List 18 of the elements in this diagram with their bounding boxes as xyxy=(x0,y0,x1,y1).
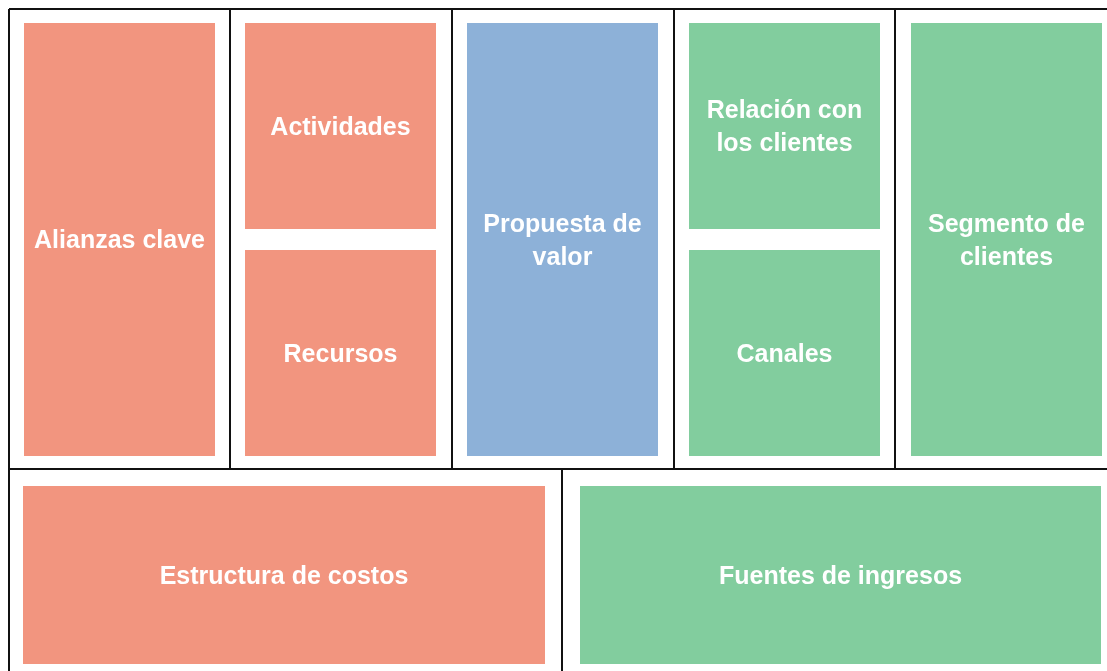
block-title: Alianzas clave xyxy=(34,224,205,255)
block-title: Segmento de clientes xyxy=(927,207,1086,272)
block-title: Actividades xyxy=(270,110,411,142)
canvas-block xyxy=(689,23,880,229)
block-title: Estructura de costos xyxy=(159,559,409,591)
block-title: Recursos xyxy=(283,337,398,369)
canvas-block xyxy=(911,23,1102,456)
block-title: Propuesta de valor xyxy=(482,207,643,272)
block-title: Fuentes de ingresos xyxy=(718,559,963,591)
canvas-block xyxy=(467,23,658,456)
canvas-block xyxy=(23,486,545,664)
canvas-block xyxy=(24,23,215,456)
canvas-block xyxy=(245,250,436,456)
canvas-block xyxy=(245,23,436,229)
canvas-block xyxy=(689,250,880,456)
block-title: Canales xyxy=(736,337,833,369)
canvas-block xyxy=(580,486,1101,664)
block-title: Relación con los clientes xyxy=(705,94,864,158)
